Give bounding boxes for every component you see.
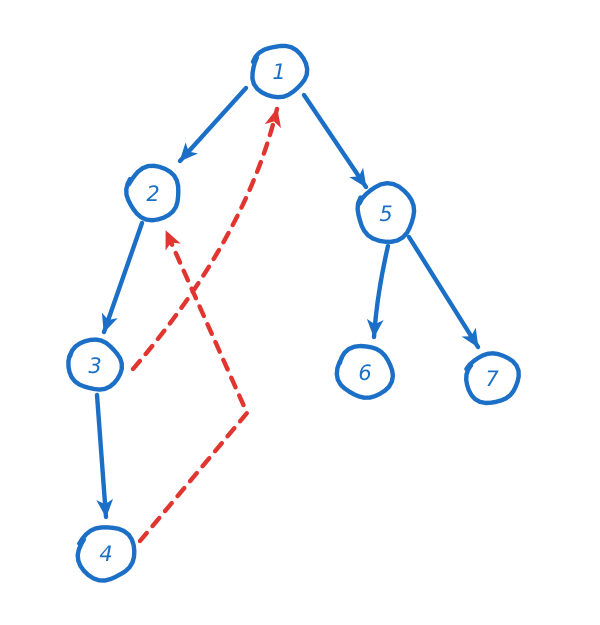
- node-label: 7: [485, 367, 499, 391]
- node-label: 2: [146, 182, 159, 206]
- node-circle: [464, 351, 521, 406]
- node-6: 6: [334, 343, 396, 400]
- node-label: 4: [99, 542, 112, 566]
- node-layer: 1 2 3 4 5 6 7: [66, 43, 521, 583]
- node-circle: [250, 43, 310, 100]
- node-label: 6: [358, 361, 371, 385]
- edge-2-3: [101, 220, 145, 335]
- edge-5-6: [366, 243, 391, 340]
- node-circle: [334, 343, 396, 400]
- edge-4-2-back-edge: [137, 228, 250, 544]
- edge-5-7: [406, 234, 481, 350]
- node-2: 2: [124, 163, 181, 223]
- edge-3-4: [94, 392, 114, 520]
- node-3: 3: [66, 337, 124, 392]
- node-circle: [66, 337, 124, 392]
- node-4: 4: [75, 525, 137, 583]
- node-circle: [124, 163, 181, 223]
- node-7: 7: [464, 351, 521, 406]
- node-label: 5: [379, 202, 392, 226]
- node-label: 3: [88, 354, 101, 378]
- node-circle: [355, 181, 417, 244]
- edge-1-5: [301, 92, 369, 190]
- edge-layer: [94, 85, 481, 544]
- edge-1-2: [177, 85, 249, 164]
- node-label: 1: [272, 60, 285, 84]
- edge-3-1-back-edge: [130, 106, 282, 372]
- node-5: 5: [355, 181, 417, 244]
- node-1: 1: [250, 43, 310, 100]
- node-circle: [75, 525, 137, 583]
